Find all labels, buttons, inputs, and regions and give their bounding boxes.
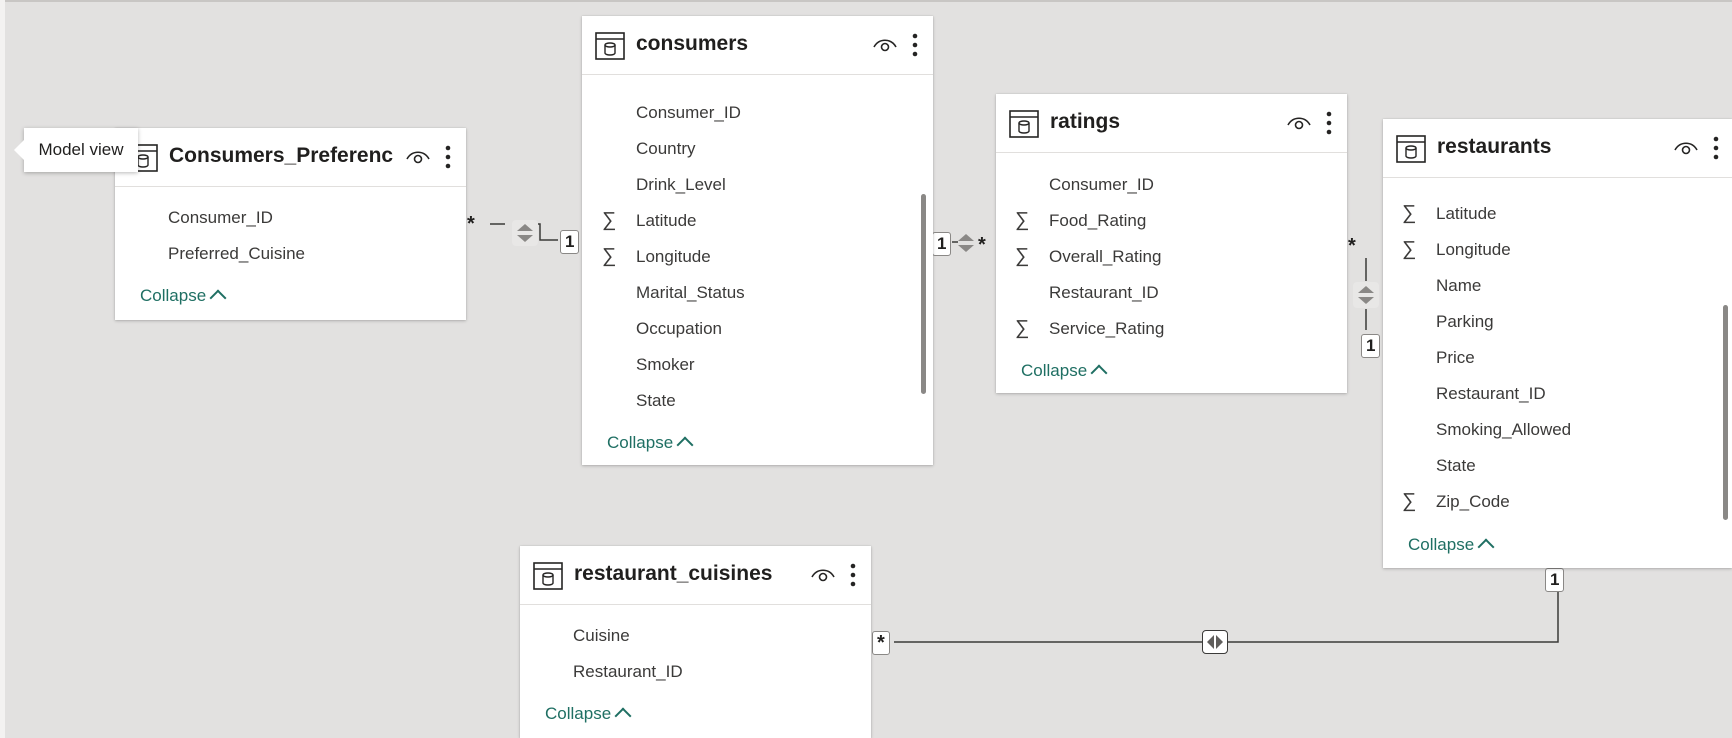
sigma-icon: ∑: [602, 245, 617, 267]
cardinality-many: *: [467, 213, 475, 235]
field-smoker[interactable]: Smoker: [636, 355, 695, 374]
collapse-label: Collapse: [1408, 535, 1475, 554]
cardinality-many: *: [872, 631, 890, 655]
field-latitude[interactable]: Latitude: [636, 211, 697, 230]
field-smoking-allowed[interactable]: Smoking_Allowed: [1436, 420, 1572, 439]
collapse-button[interactable]: Collapse: [140, 286, 227, 307]
chevron-up-icon: [614, 707, 632, 725]
table-card-consumers[interactable]: consumers Consumer_ID Country Drink_Leve…: [582, 16, 933, 465]
field-price[interactable]: Price: [1436, 348, 1475, 367]
table-title: Consumers_Preferenc...: [169, 144, 394, 167]
eye-icon[interactable]: [1673, 139, 1699, 157]
table-header[interactable]: Consumers_Preferenc...: [115, 128, 466, 187]
collapse-label: Collapse: [545, 704, 612, 723]
field-restaurant-id[interactable]: Restaurant_ID: [1436, 384, 1546, 403]
single-direction-filter-icon[interactable]: [1353, 282, 1379, 308]
field-longitude[interactable]: Longitude: [636, 247, 711, 266]
single-direction-filter-icon[interactable]: [512, 220, 538, 246]
table-title: consumers: [636, 32, 749, 55]
more-options-icon[interactable]: [911, 32, 919, 58]
scrollbar[interactable]: [921, 194, 926, 394]
field-parking[interactable]: Parking: [1436, 312, 1494, 331]
sigma-icon: ∑: [1015, 245, 1030, 267]
more-options-icon[interactable]: [444, 144, 452, 170]
field-restaurant-id[interactable]: Restaurant_ID: [1049, 283, 1159, 302]
table-icon: [595, 32, 625, 60]
field-country[interactable]: Country: [636, 139, 696, 158]
sigma-icon: ∑: [1015, 209, 1030, 231]
sigma-icon: ∑: [1402, 238, 1417, 260]
field-consumer-id[interactable]: Consumer_ID: [636, 103, 741, 122]
sigma-icon: ∑: [1015, 317, 1030, 339]
single-direction-filter-icon[interactable]: [953, 230, 979, 256]
field-longitude[interactable]: Longitude: [1436, 240, 1511, 259]
table-card-consumers-preferences[interactable]: Consumers_Preferenc... Consumer_ID Prefe…: [115, 128, 466, 320]
collapse-label: Collapse: [607, 433, 674, 452]
field-restaurant-id[interactable]: Restaurant_ID: [573, 662, 683, 681]
collapse-button[interactable]: Collapse: [1021, 361, 1108, 382]
table-icon: [1009, 110, 1039, 138]
field-state[interactable]: State: [636, 391, 676, 410]
field-name[interactable]: Name: [1436, 276, 1482, 295]
canvas-top-border: [0, 0, 1732, 2]
cardinality-one: 1: [932, 232, 952, 256]
scrollbar[interactable]: [1723, 305, 1728, 520]
field-drink-level[interactable]: Drink_Level: [636, 175, 726, 194]
field-latitude[interactable]: Latitude: [1436, 204, 1497, 223]
field-overall-rating[interactable]: Overall_Rating: [1049, 247, 1162, 266]
table-title: restaurant_cuisines: [574, 562, 773, 585]
bidirectional-filter-icon[interactable]: [1202, 630, 1228, 654]
collapse-button[interactable]: Collapse: [607, 433, 694, 454]
table-header[interactable]: ratings: [996, 94, 1347, 153]
eye-icon[interactable]: [405, 148, 431, 166]
chevron-up-icon: [209, 289, 227, 307]
cardinality-many: *: [978, 234, 986, 256]
cardinality-one: 1: [1545, 568, 1565, 592]
table-card-ratings[interactable]: ratings Consumer_ID ∑ Food_Rating ∑ Over…: [996, 94, 1347, 393]
table-title: restaurants: [1437, 135, 1552, 158]
field-marital-status[interactable]: Marital_Status: [636, 283, 745, 302]
model-view-tooltip: Model view: [14, 128, 138, 172]
table-header[interactable]: consumers: [582, 16, 933, 75]
sigma-icon: ∑: [1402, 490, 1417, 512]
field-consumer-id[interactable]: Consumer_ID: [1049, 175, 1154, 194]
sigma-icon: ∑: [602, 209, 617, 231]
collapse-button[interactable]: Collapse: [545, 704, 632, 725]
table-header[interactable]: restaurants: [1383, 119, 1732, 178]
eye-icon[interactable]: [872, 36, 898, 54]
collapse-label: Collapse: [1021, 361, 1088, 380]
chevron-up-icon: [1090, 364, 1108, 382]
cardinality-one: 1: [1361, 334, 1381, 358]
table-card-restaurant-cuisines[interactable]: restaurant_cuisines Cuisine Restaurant_I…: [520, 546, 871, 738]
table-icon: [1396, 135, 1426, 163]
more-options-icon[interactable]: [1712, 135, 1720, 161]
eye-icon[interactable]: [810, 566, 836, 584]
cardinality-one: 1: [560, 230, 580, 254]
field-service-rating[interactable]: Service_Rating: [1049, 319, 1165, 338]
field-occupation[interactable]: Occupation: [636, 319, 722, 338]
field-preferred-cuisine[interactable]: Preferred_Cuisine: [168, 244, 306, 263]
chevron-up-icon: [1477, 538, 1495, 556]
table-header[interactable]: restaurant_cuisines: [520, 546, 871, 605]
table-title: ratings: [1050, 110, 1121, 133]
cardinality-many: *: [1348, 235, 1356, 257]
canvas-left-border: [0, 0, 5, 738]
chevron-up-icon: [676, 436, 694, 454]
more-options-icon[interactable]: [849, 562, 857, 588]
field-cuisine[interactable]: Cuisine: [573, 626, 630, 645]
table-icon: [533, 562, 563, 590]
eye-icon[interactable]: [1286, 114, 1312, 132]
field-zip-code[interactable]: Zip_Code: [1436, 492, 1510, 511]
field-food-rating[interactable]: Food_Rating: [1049, 211, 1147, 230]
collapse-label: Collapse: [140, 286, 207, 305]
field-consumer-id[interactable]: Consumer_ID: [168, 208, 273, 227]
table-card-restaurants[interactable]: restaurants ∑ Latitude ∑ Longitude Name …: [1383, 119, 1732, 568]
collapse-button[interactable]: Collapse: [1408, 535, 1495, 556]
sigma-icon: ∑: [1402, 202, 1417, 224]
more-options-icon[interactable]: [1325, 110, 1333, 136]
field-state[interactable]: State: [1436, 456, 1476, 475]
